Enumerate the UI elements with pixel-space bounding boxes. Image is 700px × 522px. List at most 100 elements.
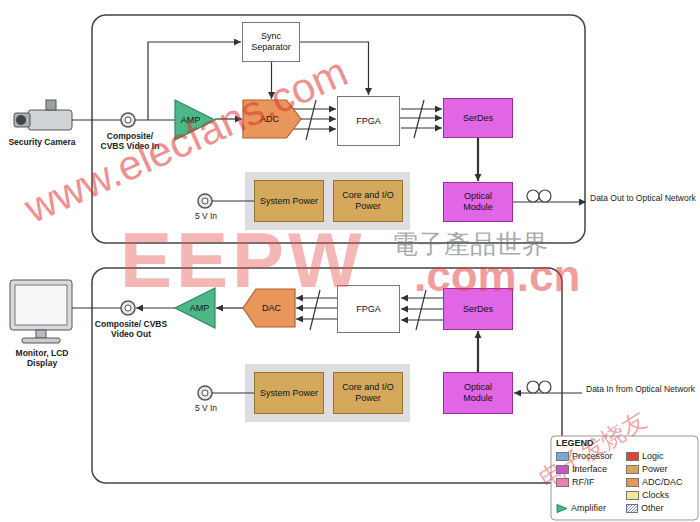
serdes-box: SerDes [443,98,513,138]
legend-entry: RF/IF [556,477,595,488]
signal-arrow [477,331,479,372]
jack-icon [198,194,212,208]
block-label: AMP [181,115,201,126]
legend-text: Logic [642,451,664,462]
legend-text: Processor [572,451,613,462]
legend-text: Power [642,464,668,475]
sync-wire [148,42,241,120]
video-wire [136,307,175,308]
block-label: Optical Module [448,382,508,404]
device-label: Security Camera [8,137,76,147]
legend-title: LEGEND [556,439,616,449]
adc-block: ADC [243,100,301,138]
amplifier-triangle: AMP [175,288,215,328]
block-label: System Power [260,196,318,207]
fiber-line [513,201,586,202]
watermark: EEPW [120,218,366,304]
port-label: 5 V In [190,403,222,413]
signal-arrow [300,42,369,95]
legend-swatch [626,465,639,474]
fiber-coil [527,381,551,393]
jack-icon [121,113,135,127]
signal-arrow [301,118,336,119]
block-label: ADC [260,114,279,125]
legend-entry: ADC/DAC [626,477,683,488]
port-label: Composite/ CVBS Video Out [94,319,168,339]
block-label: AMP [190,303,210,314]
optical-module-box: Optical Module [443,372,513,414]
legend-entry: Other [626,503,664,514]
power-box: System Power [254,372,324,414]
signal-arrow [400,117,442,118]
power-box: Core and I/O Power [333,180,403,222]
block-label: System Power [260,388,318,399]
amplifier-triangle: AMP [175,100,215,140]
receiver-panel [92,268,562,483]
block-label: Core and I/O Power [338,382,398,404]
legend-swatch [626,478,639,487]
legend-entry: Logic [626,451,664,462]
block-label: FPGA [356,116,381,127]
legend-swatch [626,491,639,500]
block-label: Optical Module [448,191,508,213]
signal-arrow [477,138,479,181]
monitor-icon [10,280,72,343]
dac-block: DAC [243,289,295,327]
port-label: 5 V In [190,211,222,221]
block-label: Core and I/O Power [338,190,398,212]
fiber-coil [527,190,551,202]
power-band [245,364,410,422]
jack-icon [198,386,212,400]
serdes-box: SerDes [443,288,513,330]
legend-triangle [556,504,568,513]
legend-frame [551,436,698,520]
sync-separator-box: Sync Separator [242,22,300,62]
signal-arrow [215,118,242,119]
fpga-box: FPGA [337,96,400,146]
legend-text: Interface [572,464,607,475]
legend-swatch [556,452,569,461]
legend-entry: Processor [556,451,613,462]
signal-label: Data In from Optical Network [586,384,698,394]
legend-entry: Amplifier [556,503,606,514]
video-wire [72,307,121,308]
legend-text: ADC/DAC [642,477,683,488]
legend-swatch [556,465,569,474]
legend-text: RF/IF [572,477,595,488]
signal-label: Data Out to Optical Network [590,193,698,203]
watermark: 電子產品世界 [392,230,548,259]
block-label: SerDes [463,304,493,315]
fpga-box: FPGA [337,285,400,333]
legend-text: Other [641,503,664,514]
block-label: SerDes [463,113,493,124]
legend-swatch [556,478,569,487]
video-wire [72,119,121,120]
signal-arrow [296,307,337,308]
port-label: Composite/ CVBS Video In [96,131,164,151]
camera-icon [14,100,72,130]
block-label: DAC [262,303,281,314]
legend-text: Clocks [642,490,669,501]
power-wire [212,200,254,201]
block-label: FPGA [356,304,381,315]
power-box: System Power [254,180,324,222]
legend-text: Amplifier [571,503,606,514]
power-wire [212,392,254,393]
device-label: Monitor, LCD Display [8,348,76,368]
signal-arrow [216,307,243,308]
legend-entry: Clocks [626,490,669,501]
legend-hatch [626,504,638,513]
legend-entry: Power [626,464,668,475]
legend-entry: Interface [556,464,607,475]
block-label: Sync Separator [247,31,295,53]
legend-swatch [626,452,639,461]
signal-arrow [271,62,272,99]
power-band [245,172,410,230]
transmitter-panel [92,15,585,243]
video-wire [135,119,175,120]
optical-module-box: Optical Module [443,182,513,222]
power-box: Core and I/O Power [333,372,403,414]
